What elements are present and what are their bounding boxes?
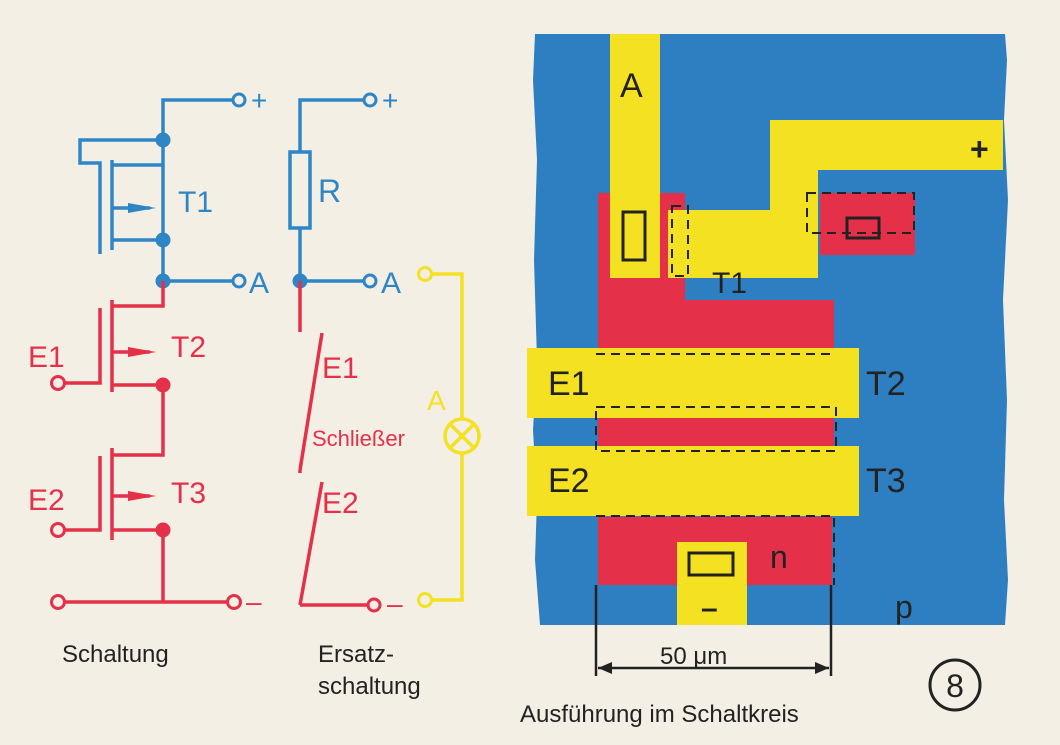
- gate-e2: [527, 446, 859, 516]
- t3-label: T3: [171, 477, 206, 510]
- contact-plus: [845, 216, 881, 240]
- lamp-label: A: [427, 385, 446, 416]
- e1-switch-label: E1: [322, 352, 359, 385]
- scale-arrow-left-icon: [598, 662, 612, 674]
- t2-arrow-icon: [128, 347, 156, 357]
- a-label: A: [620, 67, 643, 105]
- schaltung-diagram: + T1 A E1 T2 E2 T3 – Schaltung: [28, 85, 269, 668]
- t1-label: T1: [178, 186, 213, 219]
- junction-dot: [155, 377, 171, 393]
- terminal-a: [362, 273, 378, 289]
- scale-arrow-right-icon: [815, 662, 829, 674]
- n-label: n: [770, 539, 788, 575]
- terminal-plus: [231, 92, 247, 108]
- terminal-e1: [50, 375, 66, 391]
- layout-caption: Ausführung im Schaltkreis: [520, 701, 799, 728]
- chip-layout-view: A + T1 E1 T2 E2 T3 n p – 50 μm Ausführun…: [520, 34, 1008, 728]
- scale-label: 50 μm: [660, 643, 727, 670]
- schliesser-label: Schließer: [312, 426, 405, 451]
- minus-contact-label: –: [701, 592, 718, 625]
- junction-dot: [155, 132, 171, 148]
- ersatz-caption-line2: schaltung: [318, 673, 421, 700]
- resistor-r: [288, 150, 312, 230]
- ersatzschaltung-diagram: R + A E1 Schließer E2 – A Ersatz- schalt…: [288, 85, 481, 700]
- plus-label: +: [382, 85, 398, 116]
- junction-dot: [155, 232, 171, 248]
- t1-label: T1: [712, 267, 747, 300]
- e1-label: E1: [28, 341, 65, 374]
- e2-gate-label: E2: [548, 462, 590, 500]
- p-label: p: [895, 589, 913, 625]
- metal-a-line: [610, 34, 660, 278]
- figure-number-badge: 8: [928, 658, 982, 712]
- t1-arrow-icon: [128, 203, 156, 213]
- schaltung-blue-wiring: [78, 98, 233, 283]
- figure-number: 8: [946, 668, 964, 704]
- t3-label: T3: [866, 462, 906, 500]
- e1-gate-label: E1: [548, 365, 590, 403]
- lamp-terminal-bottom: [417, 592, 433, 608]
- ersatz-red-wiring: [298, 281, 368, 607]
- terminal-minus: [366, 597, 382, 613]
- contact-minus: [687, 551, 735, 577]
- t2-label: T2: [866, 365, 906, 403]
- scale-bar: [594, 585, 833, 676]
- minus-label: –: [246, 586, 262, 617]
- dashed-outlines: [595, 192, 915, 585]
- metal-plus-line: [668, 120, 1003, 278]
- contact-a: [621, 210, 647, 262]
- n-region-right: [820, 193, 915, 255]
- r-label: R: [318, 173, 341, 209]
- lamp-terminal-top: [417, 266, 433, 282]
- schaltung-caption: Schaltung: [62, 641, 169, 668]
- t2-label: T2: [171, 331, 206, 364]
- e2-switch-label: E2: [322, 487, 359, 520]
- terminal-a: [231, 273, 247, 289]
- terminal-e2: [50, 522, 66, 538]
- a-output-label: A: [381, 267, 401, 300]
- lamp-wiring: [431, 272, 464, 602]
- minus-label: –: [387, 588, 403, 619]
- e2-label: E2: [28, 484, 65, 517]
- lamp-icon: [443, 417, 481, 455]
- plus-label: +: [251, 85, 267, 116]
- terminal-minus: [226, 594, 242, 610]
- t3-arrow-icon: [128, 491, 156, 501]
- ersatz-caption-line1: Ersatz-: [318, 641, 394, 668]
- terminal-plus: [362, 92, 378, 108]
- junction-dot: [155, 522, 171, 538]
- plus-label: +: [970, 131, 989, 167]
- a-output-label: A: [249, 267, 269, 300]
- terminal-left: [50, 594, 66, 610]
